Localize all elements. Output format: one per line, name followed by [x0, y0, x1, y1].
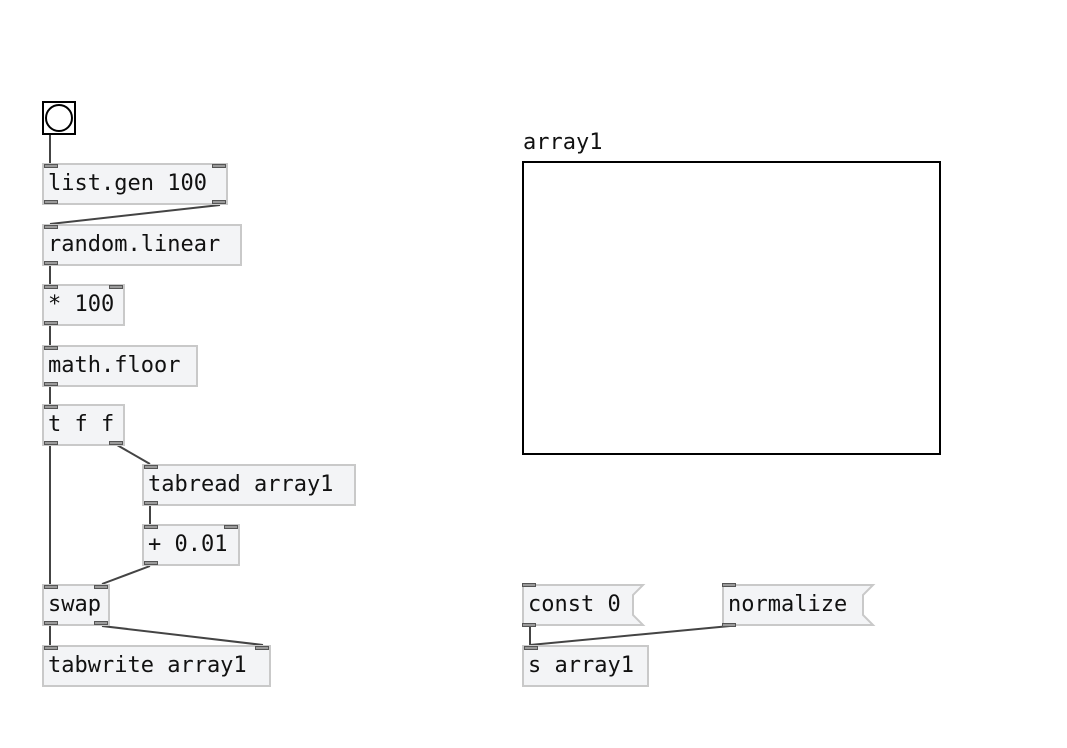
outlet[interactable]	[94, 621, 108, 625]
array-name-label: array1	[523, 130, 603, 155]
inlet[interactable]	[44, 346, 58, 350]
outlet[interactable]	[44, 261, 58, 265]
object-label: s array1	[528, 653, 634, 678]
object-label: * 100	[48, 292, 115, 317]
inlet[interactable]	[44, 225, 58, 229]
object-add[interactable]: + 0.01	[142, 524, 240, 566]
inlet[interactable]	[109, 285, 123, 289]
wire-swap-tabwrite-right	[101, 625, 264, 646]
inlet[interactable]	[144, 465, 158, 469]
inlet[interactable]	[44, 285, 58, 289]
message-const[interactable]: const 0	[522, 583, 646, 627]
object-label: random.linear	[48, 232, 221, 257]
message-label: const 0	[528, 592, 621, 617]
object-random-linear[interactable]: random.linear	[42, 224, 242, 266]
inlet[interactable]	[722, 583, 736, 587]
object-trigger[interactable]: t f f	[42, 404, 125, 446]
wire-normalize-send	[529, 625, 731, 646]
message-normalize[interactable]: normalize	[722, 583, 876, 627]
outlet[interactable]	[144, 501, 158, 505]
inlet[interactable]	[212, 164, 226, 168]
outlet[interactable]	[44, 621, 58, 625]
object-label: math.floor	[48, 353, 181, 378]
inlet[interactable]	[44, 405, 58, 409]
object-send[interactable]: s array1	[522, 645, 649, 687]
outlet[interactable]	[109, 441, 123, 445]
object-multiply[interactable]: * 100	[42, 284, 125, 326]
outlet[interactable]	[212, 200, 226, 204]
object-label: tabread array1	[148, 472, 334, 497]
inlet[interactable]	[255, 646, 269, 650]
inlet[interactable]	[224, 525, 238, 529]
outlet[interactable]	[144, 561, 158, 565]
outlet[interactable]	[44, 321, 58, 325]
wire-add-swap-right	[101, 565, 151, 585]
wire-listgen-random	[49, 204, 221, 225]
wire-trigger-tabread	[116, 444, 151, 465]
bang-button[interactable]	[42, 101, 76, 135]
outlet[interactable]	[722, 623, 736, 627]
bang-circle	[45, 104, 73, 132]
inlet[interactable]	[44, 646, 58, 650]
message-label: normalize	[728, 592, 848, 617]
outlet[interactable]	[44, 200, 58, 204]
array-graph[interactable]	[522, 161, 941, 455]
inlet[interactable]	[144, 525, 158, 529]
inlet[interactable]	[94, 585, 108, 589]
object-tabwrite[interactable]: tabwrite array1	[42, 645, 271, 687]
object-label: + 0.01	[148, 532, 228, 557]
object-label: swap	[48, 592, 101, 617]
object-label: t f f	[48, 412, 115, 437]
object-list-gen[interactable]: list.gen 100	[42, 163, 228, 205]
object-swap[interactable]: swap	[42, 584, 110, 626]
inlet[interactable]	[44, 164, 58, 168]
object-label: tabwrite array1	[48, 653, 247, 678]
outlet[interactable]	[522, 623, 536, 627]
inlet[interactable]	[522, 583, 536, 587]
object-tabread[interactable]: tabread array1	[142, 464, 356, 506]
inlet[interactable]	[524, 646, 538, 650]
inlet[interactable]	[44, 585, 58, 589]
object-math-floor[interactable]: math.floor	[42, 345, 198, 387]
outlet[interactable]	[44, 382, 58, 386]
object-label: list.gen 100	[48, 171, 207, 196]
outlet[interactable]	[44, 441, 58, 445]
